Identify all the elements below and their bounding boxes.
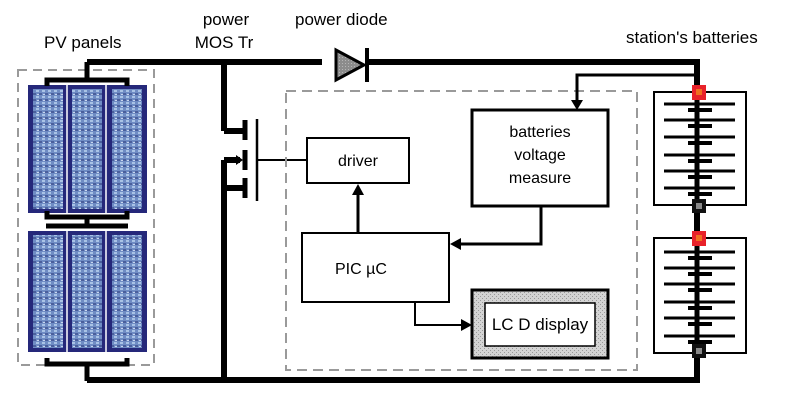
controller-enclosure <box>285 90 638 371</box>
pv-cell <box>33 89 63 209</box>
pv-cell <box>112 89 142 209</box>
batteries-label: station's batteries <box>626 28 758 47</box>
arrow-left-icon <box>450 238 461 250</box>
measure-label-line2: voltage <box>514 147 566 164</box>
lcd-label: LC D display <box>492 315 589 334</box>
pv-cell <box>112 235 142 348</box>
diode-label: power diode <box>295 10 388 29</box>
pv-cell <box>33 235 63 348</box>
power-diode-symbol <box>334 47 369 83</box>
signal-arrowheads <box>352 100 583 331</box>
pic-microcontroller-block: PIC µC <box>301 232 450 303</box>
lcd-display-block: LC D display <box>470 288 610 360</box>
measure-label-line1: batteries <box>509 124 570 141</box>
battery-pack-top <box>653 85 747 213</box>
pv-panel-group-bottom <box>28 231 147 352</box>
arrow-right-icon <box>461 319 472 331</box>
power-mosfet-symbol <box>236 119 306 201</box>
measure-label-line3: measure <box>509 170 571 187</box>
mos-label-line1: power <box>203 10 250 29</box>
pv-panel-group-top <box>28 85 147 213</box>
pv-cell <box>72 89 102 209</box>
driver-block: driver <box>306 137 410 184</box>
battery-pack-bottom <box>653 231 747 358</box>
pic-label: PIC µC <box>335 261 387 278</box>
pv-panels-label: PV panels <box>44 33 122 52</box>
arrow-up-icon <box>352 184 364 195</box>
mos-label-line2: MOS Tr <box>195 33 254 52</box>
arrow-down-icon <box>571 100 583 110</box>
driver-label: driver <box>338 153 379 170</box>
pv-cell <box>72 235 102 348</box>
voltage-measure-block: batteries voltage measure <box>470 108 610 208</box>
signal-wiring <box>356 73 697 326</box>
